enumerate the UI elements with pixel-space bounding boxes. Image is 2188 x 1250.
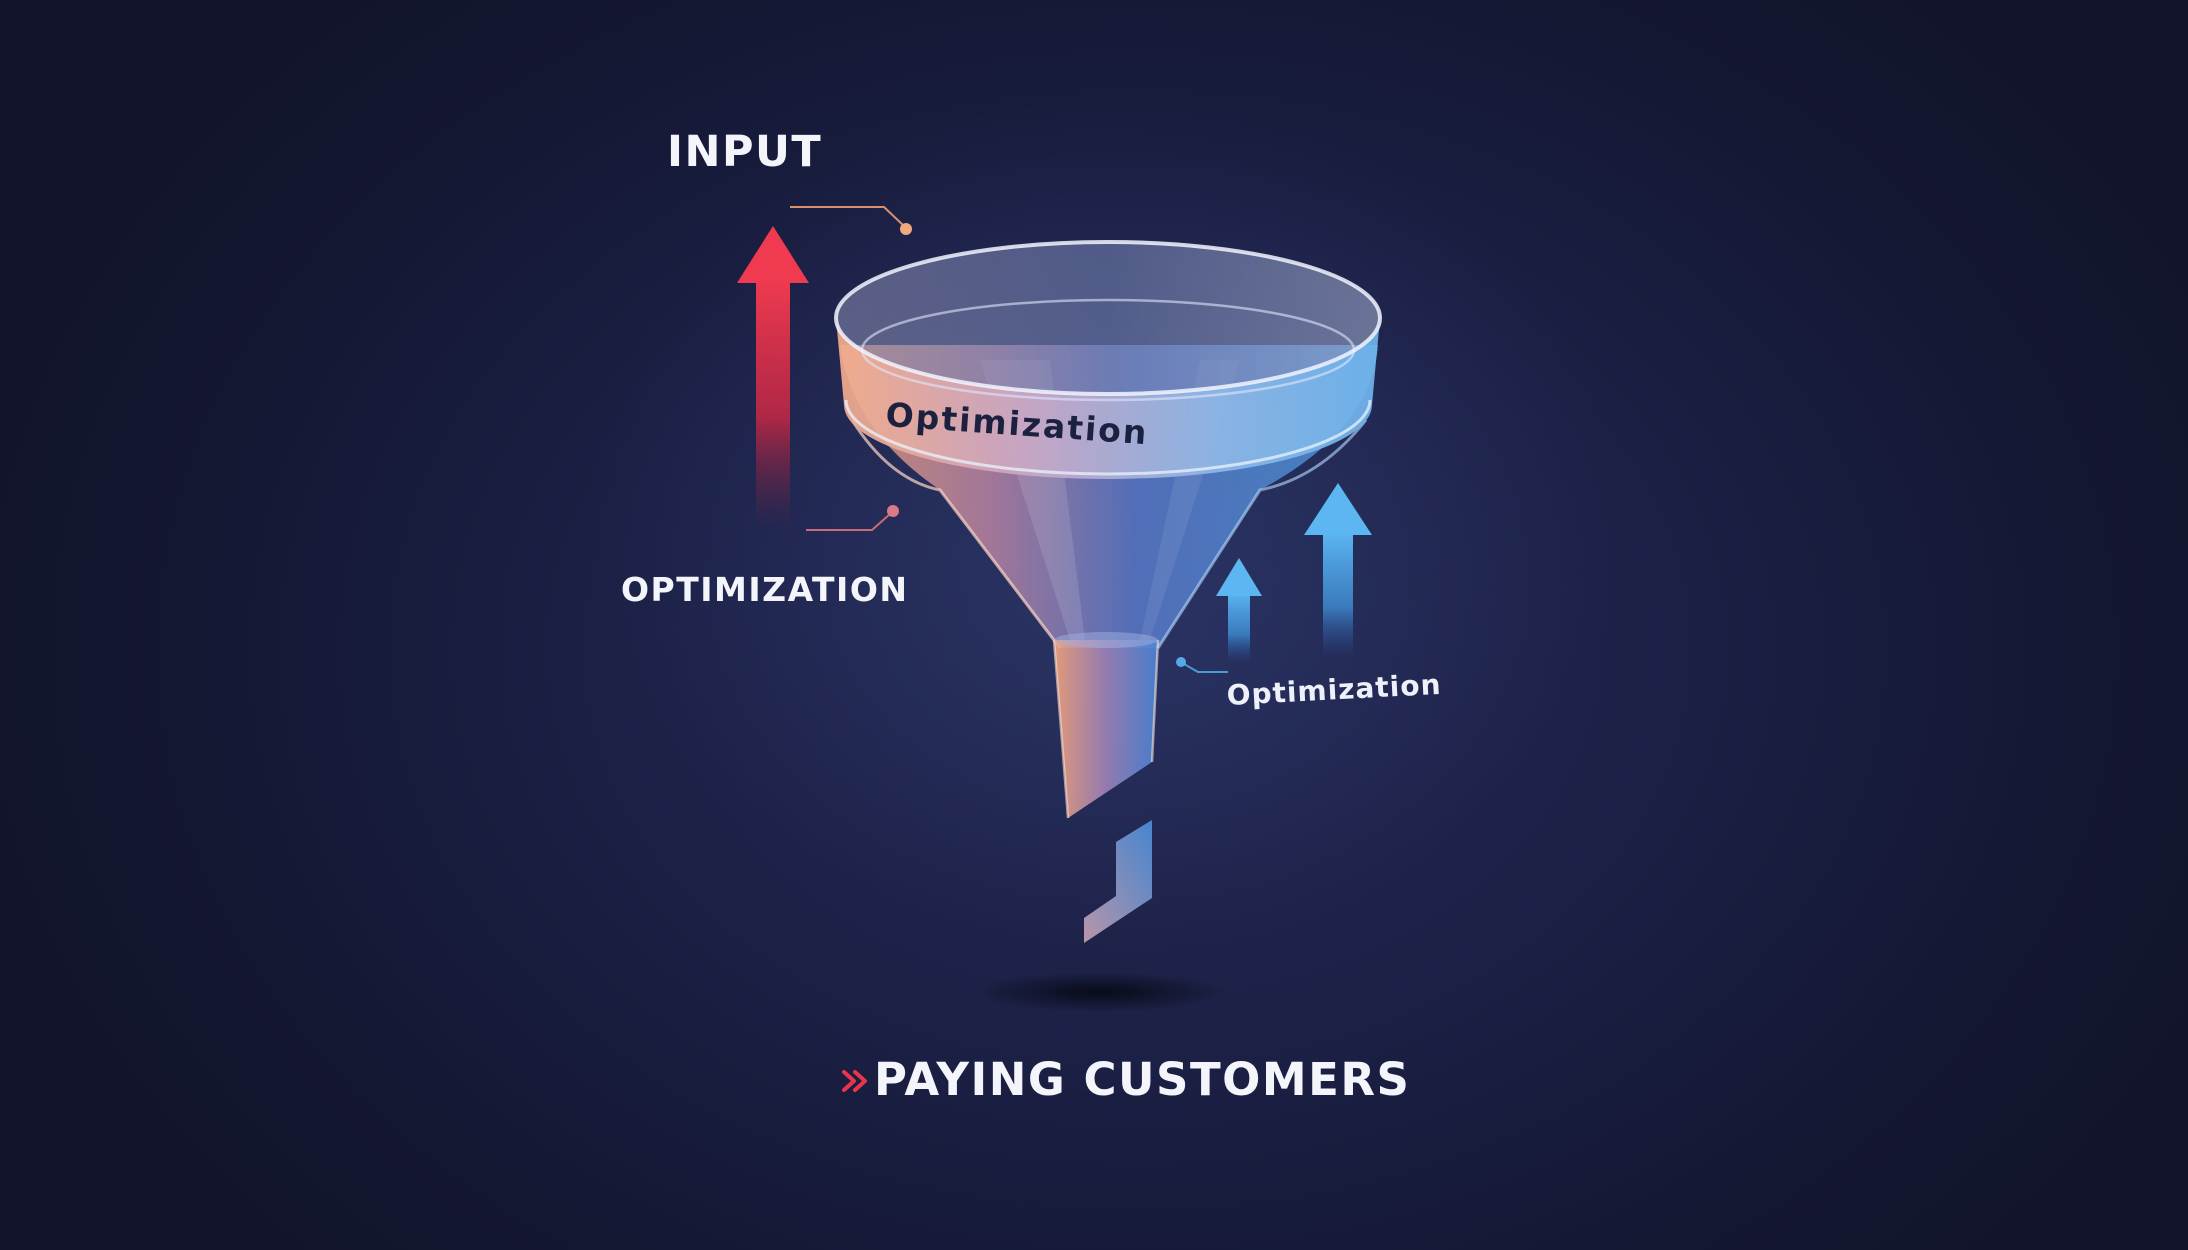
blue-up-arrow-small-icon bbox=[1216, 558, 1262, 662]
falling-drop bbox=[1084, 820, 1152, 943]
funnel-shadow bbox=[975, 972, 1225, 1012]
funnel-band-bottom-edge bbox=[844, 399, 1372, 476]
funnel-opening bbox=[836, 242, 1380, 394]
right-optimization-connector bbox=[1183, 663, 1228, 673]
optimization-left-label: OPTIMIZATION bbox=[621, 570, 909, 609]
funnel-cone-outline bbox=[850, 419, 1062, 649]
double-chevron-right-icon bbox=[842, 1070, 867, 1092]
blue-up-arrow-large-icon bbox=[1304, 483, 1372, 657]
optimization-connector-dot bbox=[887, 505, 899, 517]
right-connector-dot bbox=[1176, 657, 1186, 667]
red-up-arrow-icon bbox=[737, 226, 809, 530]
spout-top-rim bbox=[1054, 632, 1158, 648]
input-connector-dot bbox=[900, 223, 912, 235]
optimization-connector bbox=[806, 513, 891, 531]
funnel-spout bbox=[1054, 640, 1158, 818]
paying-customers-label: PAYING CUSTOMERS bbox=[874, 1053, 1411, 1106]
funnel-spout-outline bbox=[1052, 639, 1160, 819]
input-connector bbox=[790, 206, 905, 227]
input-label: INPUT bbox=[667, 127, 823, 177]
funnel-rim bbox=[834, 240, 1382, 396]
funnel-cone-outline-right bbox=[1156, 419, 1368, 649]
funnel-band bbox=[836, 318, 1380, 479]
